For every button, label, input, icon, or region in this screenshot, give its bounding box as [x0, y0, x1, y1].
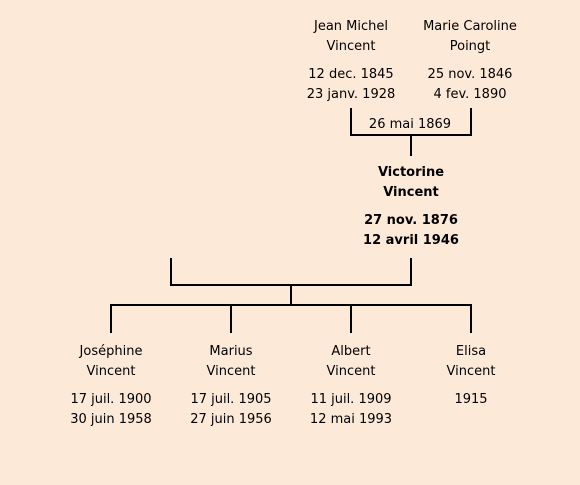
- person-dates: 27 nov. 1876 12 avril 1946: [351, 211, 471, 251]
- birth-date: 27 nov. 1876: [364, 213, 458, 228]
- connector-parents-horizontal: [350, 134, 472, 136]
- connector-couple-to-children: [290, 286, 292, 305]
- connector-mother-down: [470, 108, 472, 136]
- person-last-name: Vincent: [326, 39, 376, 54]
- birth-date: 17 juil. 1905: [190, 392, 272, 407]
- person-dates: 25 nov. 1846 4 fev. 1890: [410, 65, 530, 105]
- person-dates: 11 juil. 1909 12 mai 1993: [291, 390, 411, 430]
- death-date: 23 janv. 1928: [306, 87, 396, 102]
- birth-date: 17 juil. 1900: [70, 392, 152, 407]
- connector-child-1: [110, 305, 112, 333]
- person-child: Joséphine Vincent 17 juil. 1900 30 juin …: [51, 342, 171, 430]
- person-first-name: Albert: [331, 344, 371, 359]
- connector-child-2: [230, 305, 232, 333]
- connector-spouse-left: [170, 258, 172, 286]
- person-first-name: Marie Caroline: [423, 19, 517, 34]
- person-father: Jean Michel Vincent 12 dec. 1845 23 janv…: [291, 17, 411, 105]
- death-date: 27 juin 1956: [190, 412, 272, 427]
- connector-parents-to-focus: [410, 136, 412, 156]
- person-last-name: Poingt: [449, 39, 491, 54]
- birth-date: 12 dec. 1845: [308, 67, 394, 82]
- connector-focus-down: [410, 258, 412, 286]
- person-child: Elisa Vincent 1915: [411, 342, 531, 410]
- connector-father-down: [350, 108, 352, 136]
- person-child: Albert Vincent 11 juil. 1909 12 mai 1993: [291, 342, 411, 430]
- birth-date: 25 nov. 1846: [427, 67, 513, 82]
- person-dates: 17 juil. 1900 30 juin 1958: [51, 390, 171, 430]
- person-last-name: Vincent: [446, 364, 496, 379]
- person-first-name: Joséphine: [79, 344, 143, 359]
- death-date: 30 juin 1958: [70, 412, 152, 427]
- birth-date: 1915: [454, 392, 488, 407]
- person-last-name: Vincent: [206, 364, 256, 379]
- connector-child-3: [350, 305, 352, 333]
- person-focus: Victorine Vincent 27 nov. 1876 12 avril …: [351, 163, 471, 251]
- person-first-name: Elisa: [455, 344, 487, 359]
- person-last-name: Vincent: [383, 185, 439, 200]
- person-mother: Marie Caroline Poingt 25 nov. 1846 4 fev…: [410, 17, 530, 105]
- death-date: 12 mai 1993: [309, 412, 393, 427]
- marriage-date: 26 mai 1869: [368, 117, 452, 132]
- person-child: Marius Vincent 17 juil. 1905 27 juin 195…: [171, 342, 291, 430]
- person-dates: 1915: [411, 390, 531, 410]
- connector-couple-horizontal: [170, 284, 412, 286]
- death-date: 4 fev. 1890: [433, 87, 507, 102]
- person-first-name: Jean Michel: [314, 19, 388, 34]
- person-first-name: Victorine: [377, 165, 445, 180]
- person-last-name: Vincent: [86, 364, 136, 379]
- person-first-name: Marius: [209, 344, 253, 359]
- person-dates: 17 juil. 1905 27 juin 1956: [171, 390, 291, 430]
- death-date: 12 avril 1946: [363, 233, 459, 248]
- connector-child-4: [470, 305, 472, 333]
- birth-date: 11 juil. 1909: [310, 392, 392, 407]
- connector-children-horizontal: [110, 304, 472, 306]
- person-last-name: Vincent: [326, 364, 376, 379]
- person-dates: 12 dec. 1845 23 janv. 1928: [291, 65, 411, 105]
